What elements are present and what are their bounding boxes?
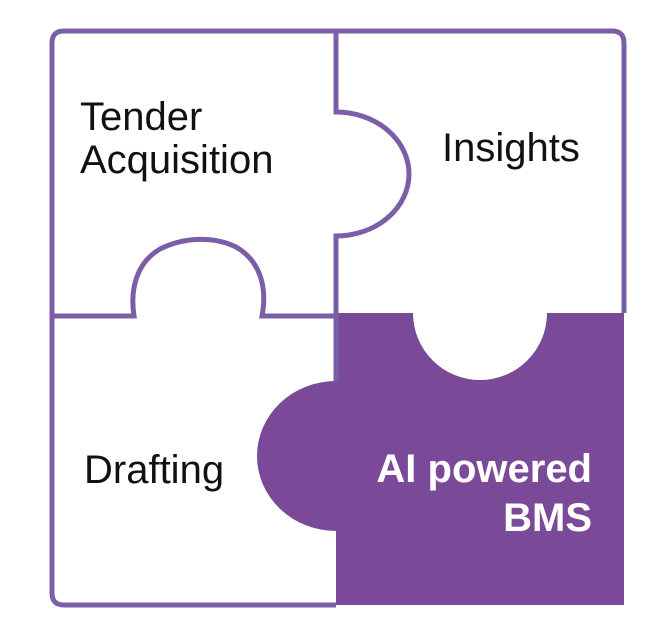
label-insights: Insights <box>442 126 580 170</box>
label-ai-powered-bms: AI powered BMS <box>340 445 592 543</box>
puzzle-vertical-divider <box>333 31 412 381</box>
puzzle-horizontal-divider <box>52 236 336 319</box>
label-line: Insights <box>442 126 580 170</box>
label-line: Drafting <box>84 448 225 492</box>
label-line: Tender <box>80 95 203 139</box>
label-line: Acquisition <box>80 138 274 183</box>
label-drafting: Drafting <box>84 448 225 492</box>
puzzle-outer-frame <box>49 28 627 608</box>
puzzle-piece-ai-powered-bms <box>257 313 624 605</box>
label-line: BMS <box>503 495 592 540</box>
label-line: AI powered <box>376 447 592 491</box>
label-tender-acquisition: Tender Acquisition <box>80 95 274 183</box>
